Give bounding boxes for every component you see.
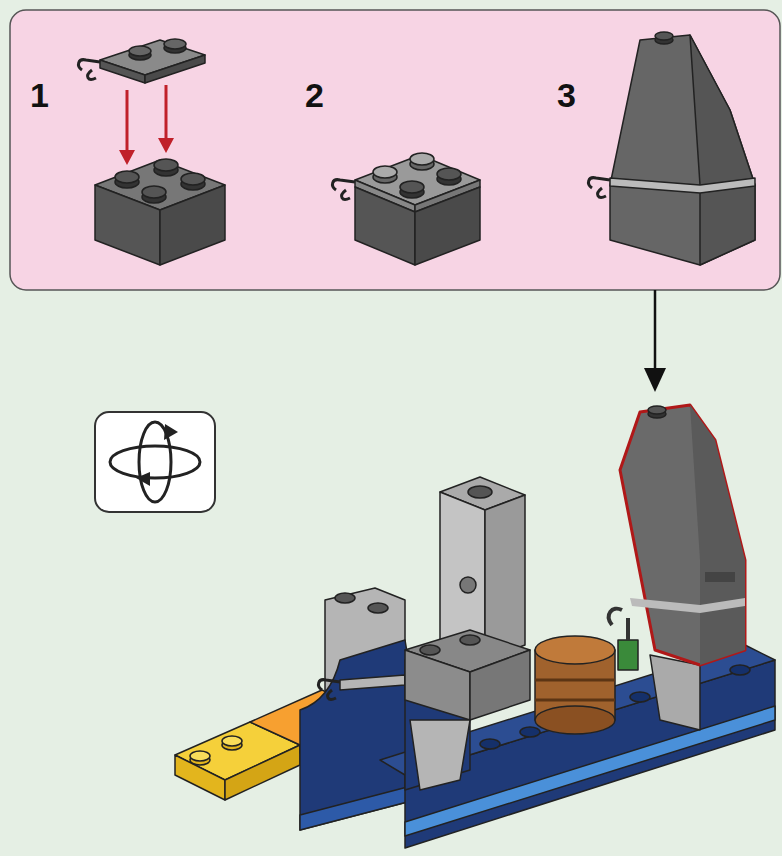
stud: [368, 603, 388, 613]
callout-box: [10, 10, 780, 290]
arrow-head: [164, 424, 178, 440]
insert-arrow: [644, 290, 666, 392]
blue-slope: [300, 640, 415, 830]
stud: [373, 166, 397, 178]
rotate-icon: [95, 412, 215, 512]
brick-side: [415, 187, 480, 265]
yellow-plate: [225, 745, 300, 800]
clip: [79, 60, 100, 80]
icon-frame: [95, 412, 215, 512]
stud: [142, 186, 166, 198]
arrow-head: [644, 368, 666, 392]
arrow-head: [119, 150, 135, 165]
clip: [589, 178, 610, 198]
plate-band: [610, 178, 755, 193]
arrow-head: [136, 472, 150, 486]
clip: [333, 180, 355, 200]
clip-bar: [340, 675, 405, 690]
stud: [480, 739, 500, 749]
step-number: 2: [305, 78, 324, 112]
stud: [154, 159, 178, 171]
step-three-slope: [589, 32, 755, 265]
clip-slot: [705, 572, 735, 582]
stud: [164, 39, 186, 49]
brick-side: [355, 187, 415, 265]
stud: [468, 486, 492, 498]
stud: [730, 665, 750, 675]
step-one-brick: [95, 159, 225, 265]
new-slope-brick: [620, 405, 745, 665]
stud: [129, 46, 151, 56]
stud: [655, 32, 673, 40]
barrel-lid: [535, 636, 615, 664]
stud: [460, 635, 480, 645]
green-piece: [618, 640, 638, 670]
stud: [115, 171, 139, 183]
slope-side: [690, 35, 755, 265]
stud: [190, 751, 210, 761]
step-number: 3: [557, 78, 576, 112]
arrow-shaft: [654, 290, 657, 375]
grey-brick: [405, 650, 470, 720]
grey-column: [485, 495, 525, 660]
blue-stripe: [405, 706, 775, 836]
stud: [181, 173, 205, 185]
slope-brick: [610, 35, 755, 265]
rotation-ring: [110, 446, 200, 478]
stud: [222, 736, 242, 746]
barrel-band: [535, 699, 615, 702]
arrow-shaft: [165, 85, 168, 143]
side-stud: [460, 577, 476, 593]
stud: [520, 727, 540, 737]
stud: [420, 645, 440, 655]
plate-side: [145, 55, 205, 83]
arrow-shaft: [126, 90, 129, 155]
grey-leg: [410, 720, 470, 790]
stud: [437, 168, 461, 180]
slope-side: [690, 405, 745, 665]
stud: [648, 406, 666, 414]
grey-brick: [470, 650, 530, 720]
step-number: 1: [30, 78, 49, 112]
arrow-head: [158, 138, 174, 153]
brick-side: [160, 185, 225, 265]
barrel: [535, 706, 615, 734]
model: [175, 405, 775, 848]
plate-side: [100, 60, 145, 83]
stud: [410, 153, 434, 165]
plate-band: [630, 598, 745, 613]
clip: [609, 609, 628, 640]
grey-leg: [650, 655, 700, 730]
stud: [335, 593, 355, 603]
stud: [400, 181, 424, 193]
step-one-plate: [79, 39, 205, 83]
barrel-band: [535, 679, 615, 682]
step-two-brick: [333, 153, 480, 265]
clip: [319, 680, 340, 700]
placement-arrows: [119, 85, 174, 165]
blue-stripe: [300, 785, 415, 830]
stud: [630, 692, 650, 702]
